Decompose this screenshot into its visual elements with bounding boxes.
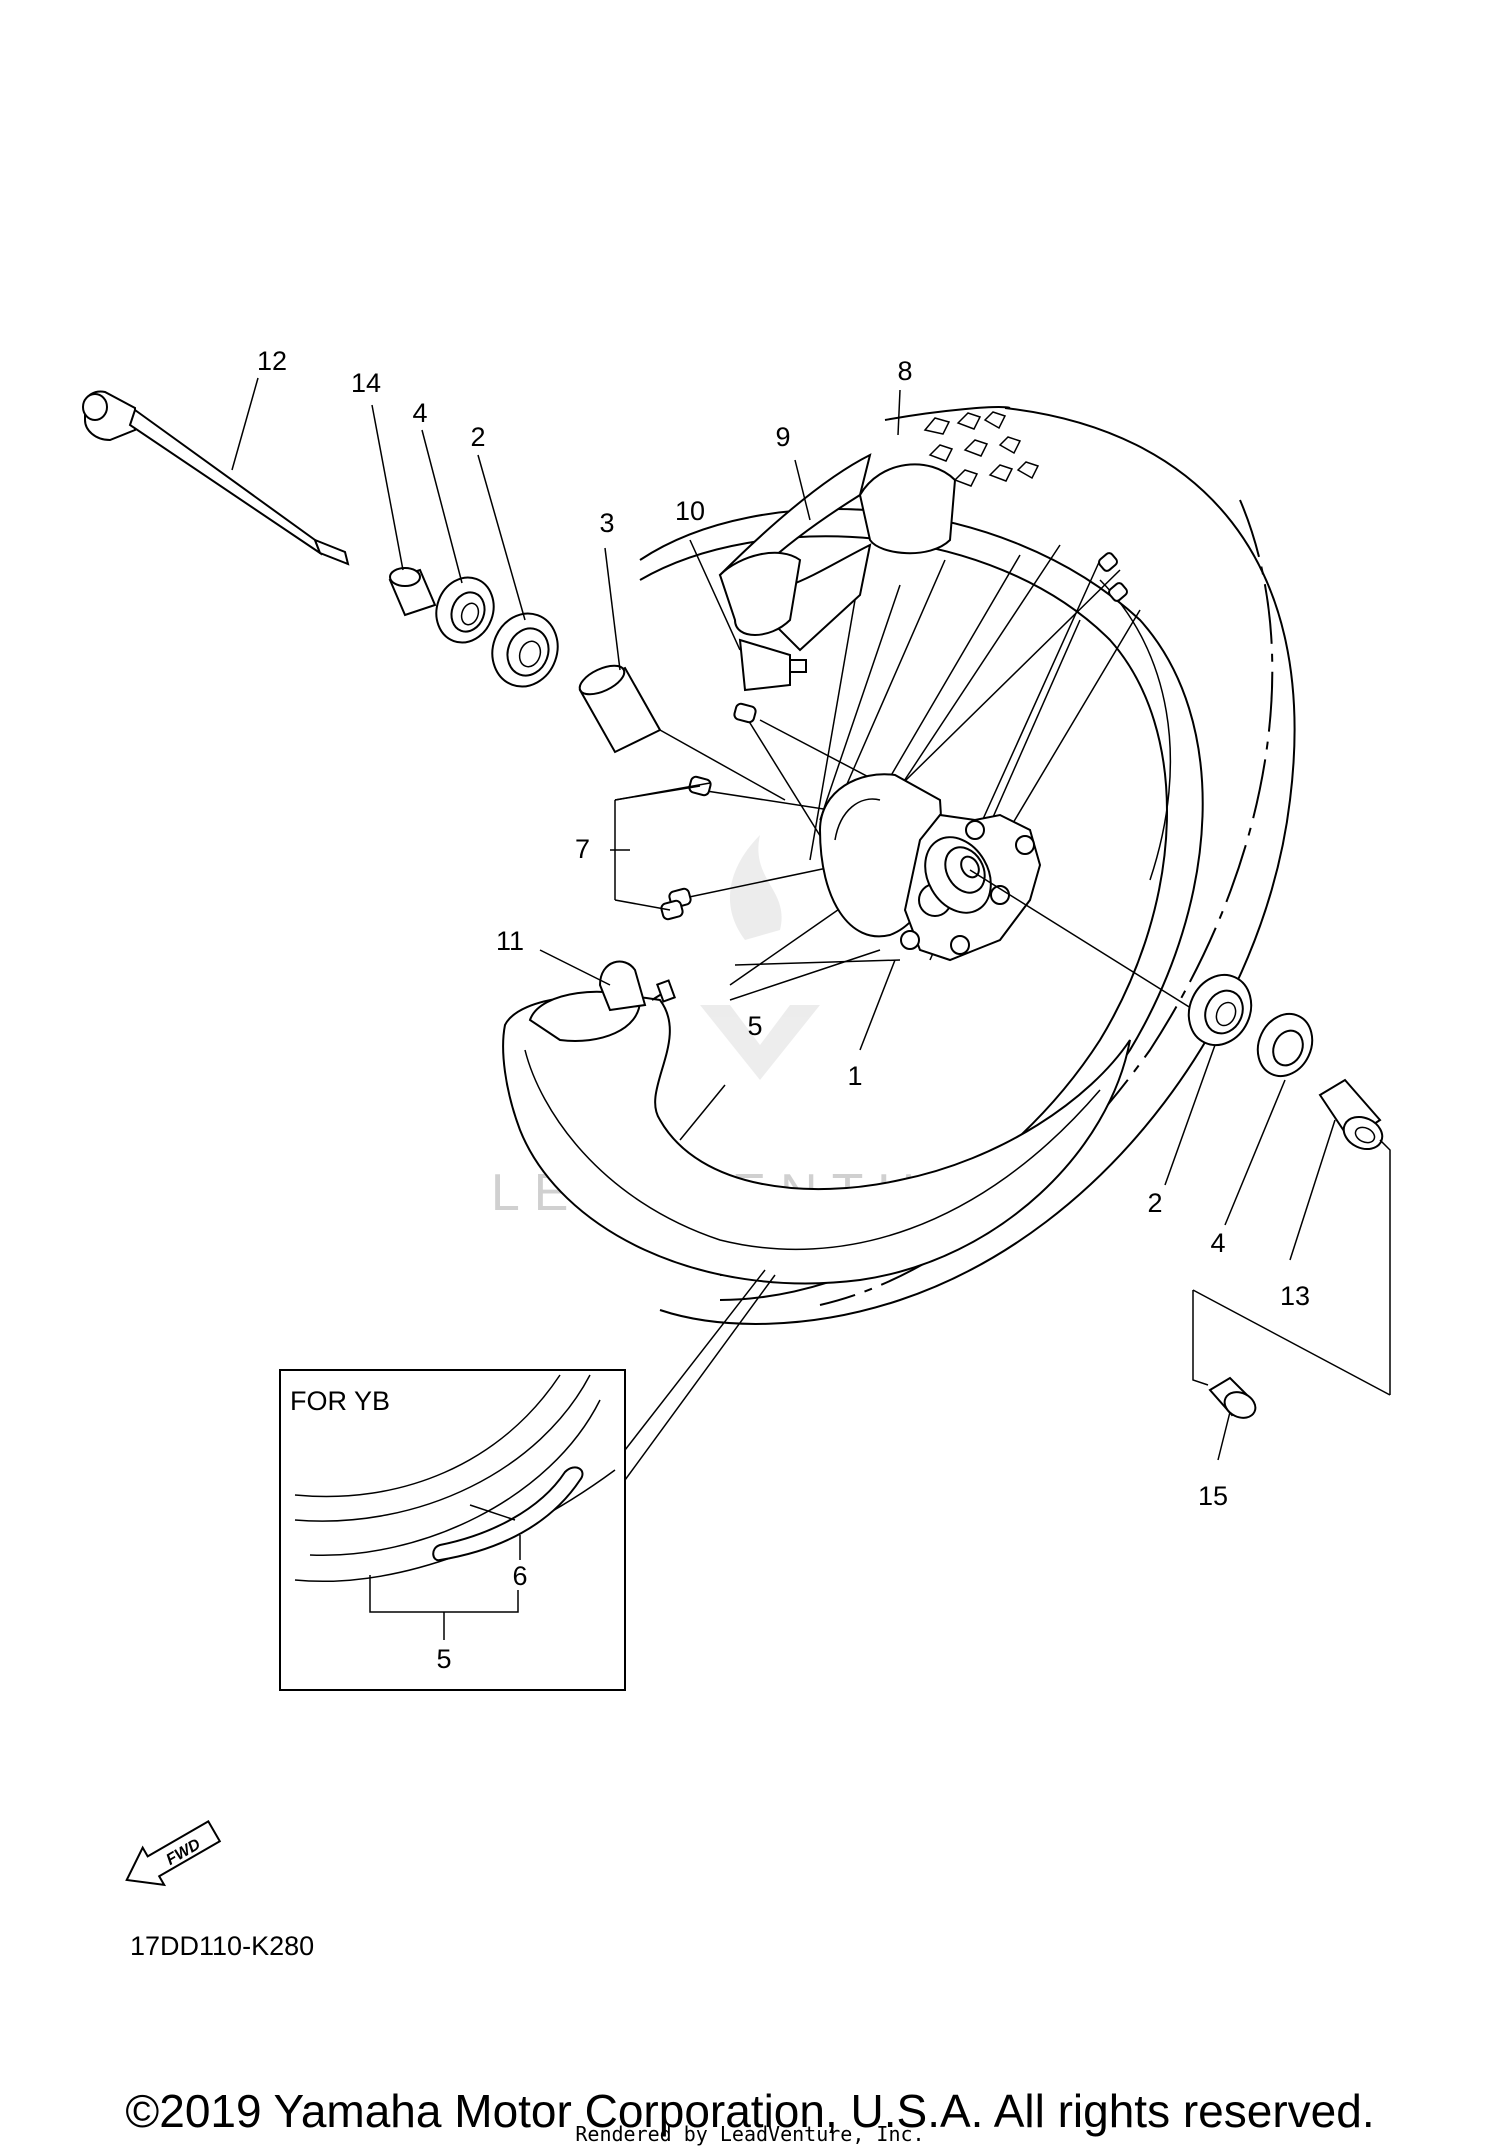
- axle-guideline-right: [969, 869, 1211, 1021]
- label-part-9: 9: [775, 422, 790, 452]
- oil-seal-left: [435, 576, 495, 644]
- label-part-6: 6: [512, 1561, 527, 1591]
- part-labels: 12 14 4 2 3 10 9 8 7 11 5 1 2 4 13 15 FO…: [130, 346, 1310, 1961]
- label-part-12: 12: [257, 346, 287, 376]
- label-part-15: 15: [1198, 1481, 1228, 1511]
- inset-title: FOR YB: [290, 1386, 390, 1416]
- collar-14: [388, 567, 437, 617]
- label-part-1: 1: [847, 1061, 862, 1091]
- label-part-13: 13: [1280, 1281, 1310, 1311]
- label-part-3: 3: [599, 508, 614, 538]
- label-part-4-left: 4: [412, 398, 427, 428]
- spacer-3: [578, 664, 662, 754]
- collar-15: [1208, 1376, 1257, 1419]
- copyright-notice: ©2019 Yamaha Motor Corporation, U.S.A. A…: [125, 2085, 1375, 2137]
- axle-guideline-left: [659, 729, 786, 801]
- collar-13: [1318, 1078, 1384, 1151]
- diagram-code: 17DD110-K280: [130, 1931, 314, 1961]
- axle: [82, 390, 350, 566]
- bearing-right: [1187, 973, 1253, 1047]
- label-part-5-inset: 5: [436, 1644, 451, 1674]
- inset-for-yb: [279, 1369, 626, 1691]
- hub: [818, 773, 1042, 962]
- label-part-8: 8: [897, 356, 912, 386]
- tread-pattern: [923, 411, 1040, 487]
- rim-band: [718, 453, 957, 692]
- label-part-5: 5: [747, 1011, 762, 1041]
- inner-tube: [502, 960, 1131, 1285]
- label-part-4-right: 4: [1210, 1228, 1225, 1258]
- inset-connector-1: [624, 1269, 766, 1451]
- label-part-2-right: 2: [1147, 1188, 1162, 1218]
- fwd-arrow-icon: FWD: [125, 1819, 222, 1887]
- label-part-14: 14: [351, 368, 381, 398]
- label-part-11: 11: [496, 926, 524, 956]
- label-part-2-left: 2: [470, 422, 485, 452]
- rendered-by: Rendered by LeadVenture, Inc.: [575, 2122, 925, 2146]
- bearing-left: [491, 612, 559, 688]
- oil-seal-right: [1256, 1012, 1314, 1078]
- label-part-7: 7: [575, 834, 590, 864]
- leader-lines: [231, 377, 1391, 1461]
- label-part-10: 10: [675, 496, 705, 526]
- inset-connector-2: [624, 1274, 776, 1481]
